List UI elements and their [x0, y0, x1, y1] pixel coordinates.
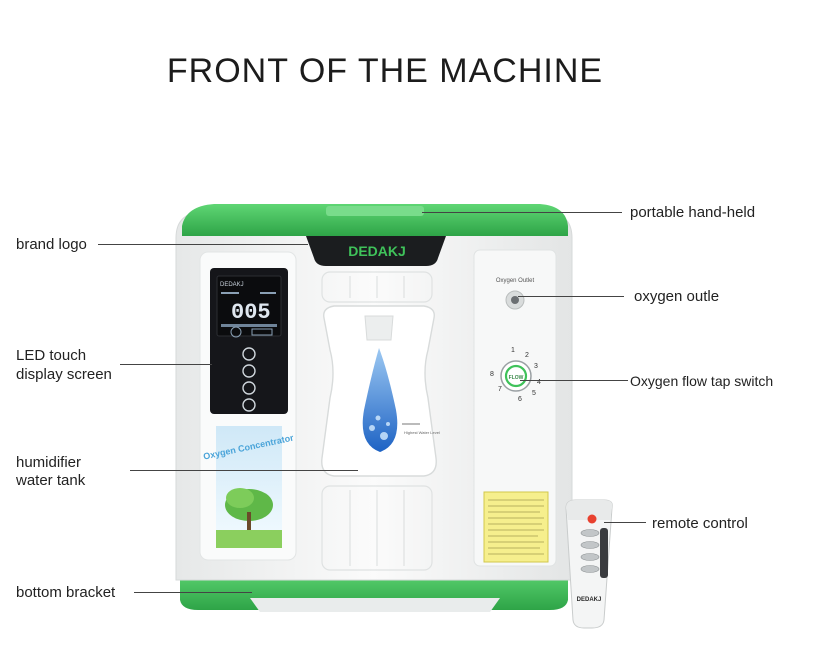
- callout-line-bracket: [134, 592, 252, 593]
- callout-line-tank: [130, 470, 358, 471]
- spray-touch-button[interactable]: [242, 398, 256, 412]
- remote-power-button[interactable]: [587, 514, 597, 524]
- timer-touch-button[interactable]: [242, 364, 256, 378]
- lcd-brand: DEDAKJ: [220, 282, 244, 288]
- svg-text:6: 6: [518, 396, 522, 403]
- callout-line-handheld: [422, 212, 622, 213]
- remote-button[interactable]: [580, 529, 600, 537]
- remote-top: [566, 500, 613, 520]
- warning-text-lines: [488, 499, 544, 555]
- right-panel: [473, 249, 557, 567]
- label-oxygen-flow-switch: Oxygen flow tap switch: [630, 373, 774, 389]
- remote-brand: DEDAKJ: [577, 597, 602, 603]
- remote-side-strip: [600, 528, 608, 578]
- callout-line-flow: [520, 380, 628, 381]
- tree-trunk: [247, 512, 251, 532]
- lcd-bar: [221, 324, 277, 327]
- remote-button[interactable]: [580, 541, 600, 549]
- warning-label: [483, 491, 549, 563]
- vent-grille: [321, 271, 433, 571]
- logo-plate: [306, 236, 446, 266]
- callout-line-outlet: [518, 296, 624, 297]
- knob-label: FLOW: [509, 375, 524, 381]
- label-led-line2: display screen: [16, 366, 112, 383]
- brand-logo: DEDAKJ: [348, 243, 406, 259]
- water-bubble: [375, 415, 381, 421]
- label-portable-hand-held: portable hand-held: [630, 204, 756, 221]
- label-humidifier-line2: water tank: [16, 472, 86, 489]
- label-led-line1: LED touch: [16, 347, 87, 364]
- svg-text:1: 1: [511, 347, 515, 354]
- callout-line-brand-logo: [98, 244, 308, 245]
- svg-text:4: 4: [537, 379, 541, 386]
- lcd-timer-icon: [230, 326, 242, 338]
- lcd-battery-icon: [251, 328, 273, 336]
- svg-text:8: 8: [490, 371, 494, 378]
- label-remote-control: remote control: [652, 515, 748, 532]
- lcd-segment: [260, 292, 276, 294]
- water-bubble: [369, 425, 375, 431]
- grass: [216, 530, 282, 548]
- remote-button[interactable]: [580, 553, 600, 561]
- callout-line-led: [120, 364, 212, 365]
- label-brand-logo: brand logo: [16, 236, 87, 253]
- power-touch-button[interactable]: [242, 347, 256, 361]
- label-oxygen-outlet: oxygen outle: [634, 288, 720, 305]
- water-bubble: [380, 432, 388, 440]
- tank-cap: [364, 315, 394, 341]
- tree-canopy-highlight: [226, 488, 254, 508]
- flow-dial-scale: 1 2 3 4 5 6 7 8: [490, 347, 541, 403]
- knob-green-ring: [504, 364, 528, 388]
- label-humidifier-line1: humidifier: [16, 454, 82, 471]
- remote-buttons: [580, 529, 600, 573]
- remote-button[interactable]: [580, 565, 600, 573]
- svg-text:3: 3: [534, 363, 538, 370]
- lcd-readout-window: [216, 275, 282, 337]
- svg-text:5: 5: [532, 390, 536, 397]
- mode-touch-button[interactable]: [242, 381, 256, 395]
- water-bubble: [386, 422, 390, 426]
- page-title: FRONT OF THE MACHINE: [166, 52, 604, 90]
- svg-text:2: 2: [525, 352, 529, 359]
- callout-line-remote: [604, 522, 646, 523]
- hand-held-grip: [326, 206, 424, 216]
- label-bottom-bracket: bottom bracket: [16, 584, 116, 601]
- outlet-caption: Oxygen Outlet: [496, 278, 535, 284]
- lcd-flow-readout: 005: [231, 300, 271, 325]
- bracket-recess: [250, 598, 500, 612]
- max-water-label: Highest Water Level: [404, 430, 440, 435]
- outlet-nozzle: [511, 296, 519, 304]
- svg-text:7: 7: [498, 386, 502, 393]
- lcd-segment: [221, 292, 239, 294]
